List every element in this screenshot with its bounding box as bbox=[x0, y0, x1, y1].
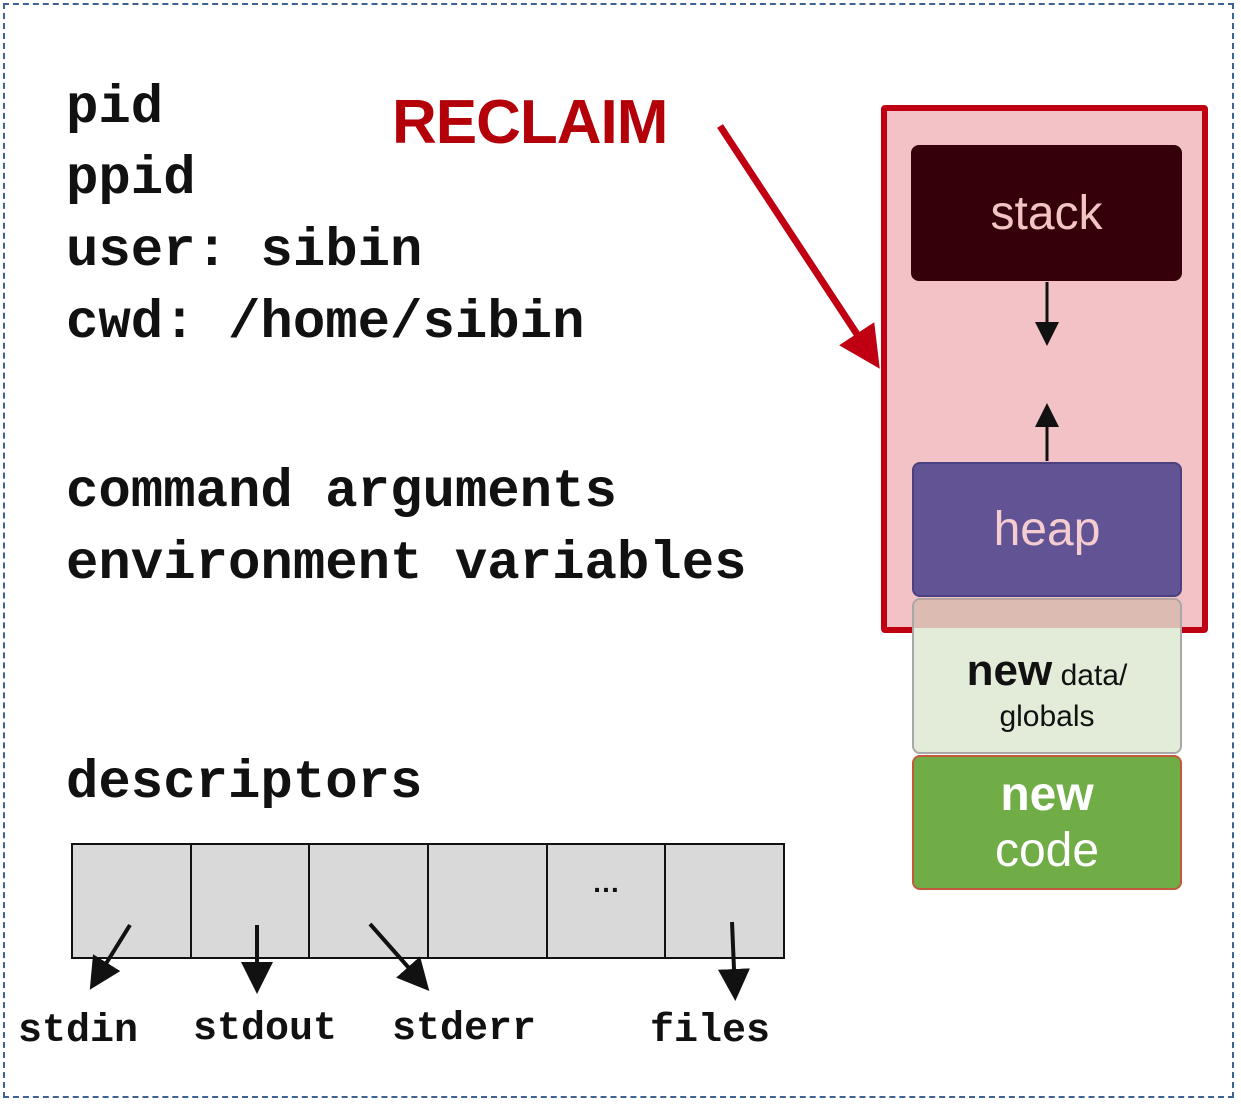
fd-cell-4: … bbox=[547, 845, 667, 957]
label-stdin: stdin bbox=[18, 1009, 139, 1054]
environment-variables: environment variables bbox=[66, 534, 747, 595]
code-label: code bbox=[994, 823, 1100, 877]
reclaim-arrow bbox=[717, 124, 880, 369]
descriptor-table: … bbox=[71, 843, 785, 959]
dashed-frame bbox=[3, 3, 1234, 1098]
reclaim-label: RECLAIM bbox=[392, 88, 668, 157]
info-cwd: cwd: /home/sibin bbox=[66, 293, 585, 354]
fd-cell-0 bbox=[73, 845, 192, 957]
files-arrow bbox=[718, 921, 750, 1001]
data-reclaim-overlap bbox=[914, 599, 1180, 628]
label-stderr: stderr bbox=[392, 1007, 537, 1052]
stack-segment: stack bbox=[911, 145, 1182, 281]
code-new-label: new bbox=[1000, 768, 1094, 822]
stdin-arrow bbox=[89, 923, 132, 990]
descriptors-heading: descriptors bbox=[66, 753, 423, 814]
data-new-label: new bbox=[966, 645, 1053, 695]
info-user: user: sibin bbox=[66, 221, 423, 282]
fd-cell-5 bbox=[666, 845, 784, 957]
fd-cell-2 bbox=[310, 845, 430, 957]
globals-label: globals bbox=[999, 700, 1095, 734]
label-files: files bbox=[650, 1009, 771, 1054]
fd-cell-3 bbox=[429, 845, 548, 957]
heap-segment: heap bbox=[912, 462, 1182, 597]
code-segment: new code bbox=[912, 755, 1182, 890]
fd-ellipsis: … bbox=[592, 867, 621, 898]
command-arguments: command arguments bbox=[66, 462, 617, 523]
label-stdout: stdout bbox=[193, 1007, 338, 1052]
data-label: data/ bbox=[1060, 658, 1128, 692]
info-pid: pid bbox=[66, 78, 164, 139]
info-ppid: ppid bbox=[66, 149, 196, 210]
stderr-arrow bbox=[368, 922, 430, 991]
fd-cell-1 bbox=[191, 845, 311, 957]
